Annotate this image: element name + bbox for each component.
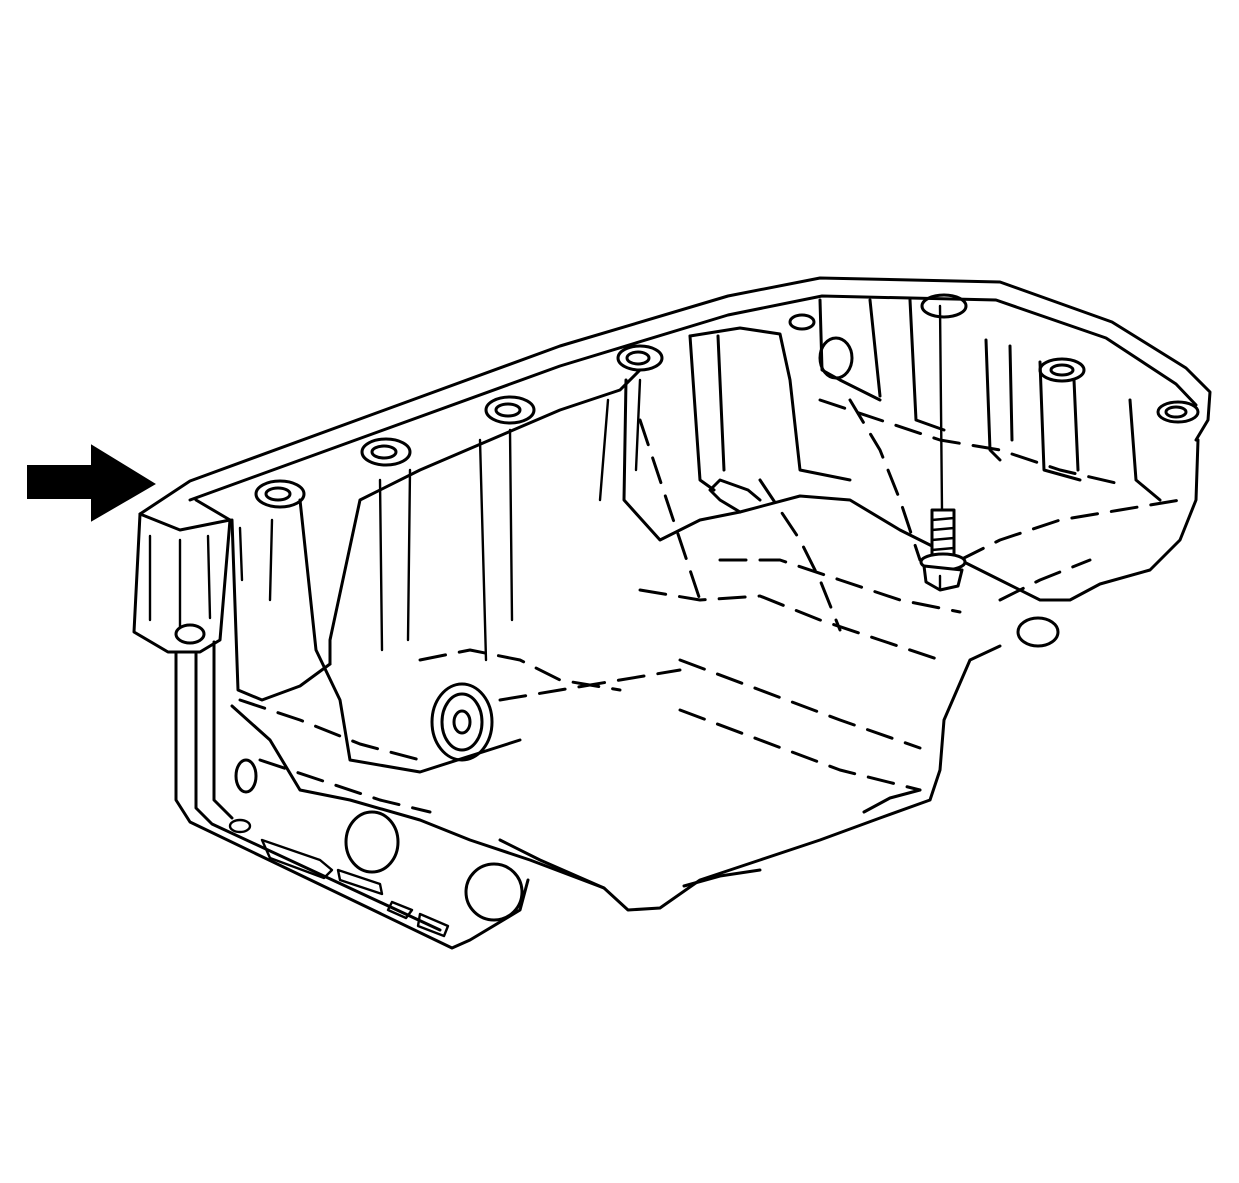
pan-flange-outline bbox=[132, 276, 1212, 654]
arrow-right-icon bbox=[27, 444, 156, 522]
pan-body bbox=[174, 368, 1200, 950]
hidden-contours bbox=[238, 398, 1182, 814]
drain-plug-boss bbox=[234, 336, 854, 922]
pan-bolt bbox=[919, 304, 967, 592]
lower-rail bbox=[228, 818, 450, 938]
pan-ribs bbox=[238, 298, 1162, 662]
